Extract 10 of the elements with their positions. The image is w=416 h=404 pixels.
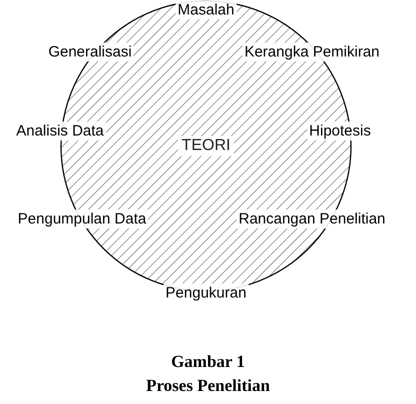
figure-caption: Proses Penelitian: [146, 375, 270, 397]
stage-label: Pengukuran: [164, 284, 248, 302]
figure-title: Gambar 1: [171, 351, 245, 373]
center-label: TEORI: [178, 136, 234, 156]
stage-label: Rancangan Penelitian: [236, 210, 388, 228]
stage-label: Hipotesis: [307, 122, 373, 140]
stage-label: Generalisasi: [46, 42, 134, 62]
stage-label: Analisis Data: [14, 122, 106, 140]
stage-label: Pengumpulan Data: [16, 210, 148, 228]
stage-label: Masalah: [176, 0, 236, 20]
